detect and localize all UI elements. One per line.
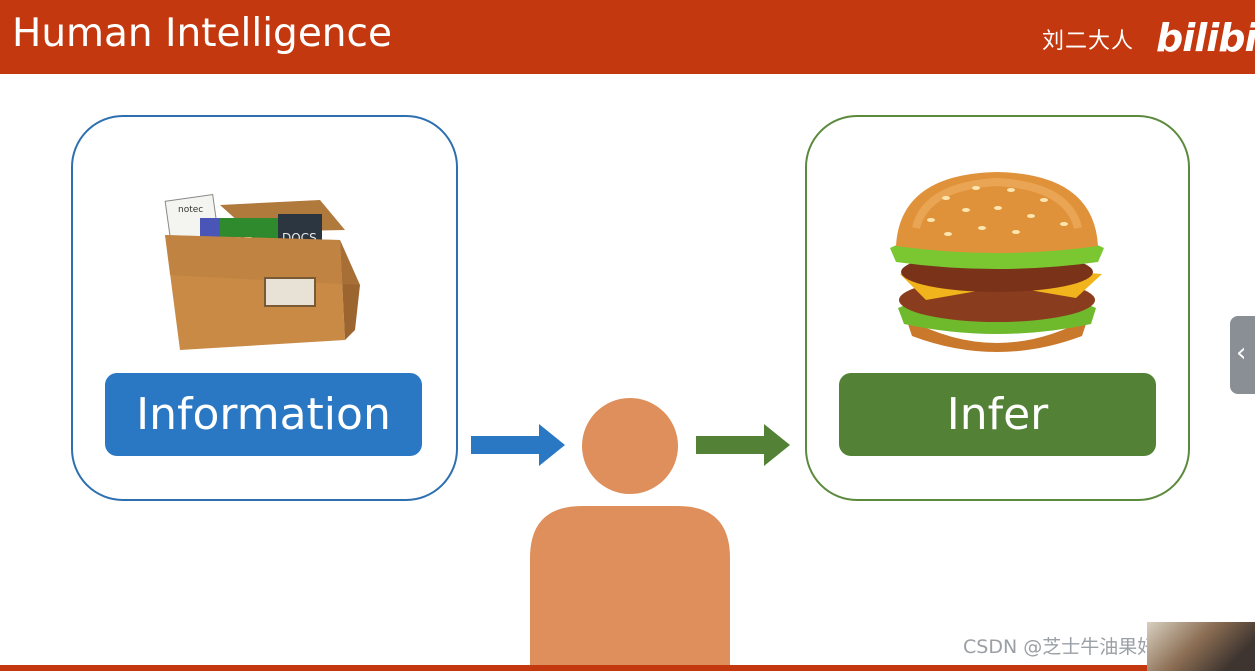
- slide-title: Human Intelligence: [12, 11, 392, 56]
- file-box-icon: notec PDFs DOCS: [164, 194, 360, 350]
- webcam-thumbnail: [1147, 622, 1255, 671]
- green-arrow-icon: [696, 424, 790, 466]
- title-bar: Human Intelligence 刘二大人 bilibili: [0, 0, 1255, 74]
- infer-label: Infer: [839, 373, 1156, 456]
- information-label: Information: [105, 373, 422, 456]
- footer-bar: [0, 665, 1255, 671]
- side-collapse-tab[interactable]: ‹: [1230, 316, 1255, 394]
- chevron-left-icon: ‹: [1236, 338, 1247, 368]
- note-label: notec: [178, 205, 203, 215]
- bilibili-logo: bilibili: [1156, 16, 1255, 60]
- blue-arrow-icon: [471, 424, 565, 466]
- author-name: 刘二大人: [1042, 29, 1135, 54]
- person-icon: [530, 398, 730, 671]
- csdn-watermark: CSDN @芝士牛油果好好吃: [963, 636, 1195, 658]
- hamburger-icon: [890, 172, 1104, 352]
